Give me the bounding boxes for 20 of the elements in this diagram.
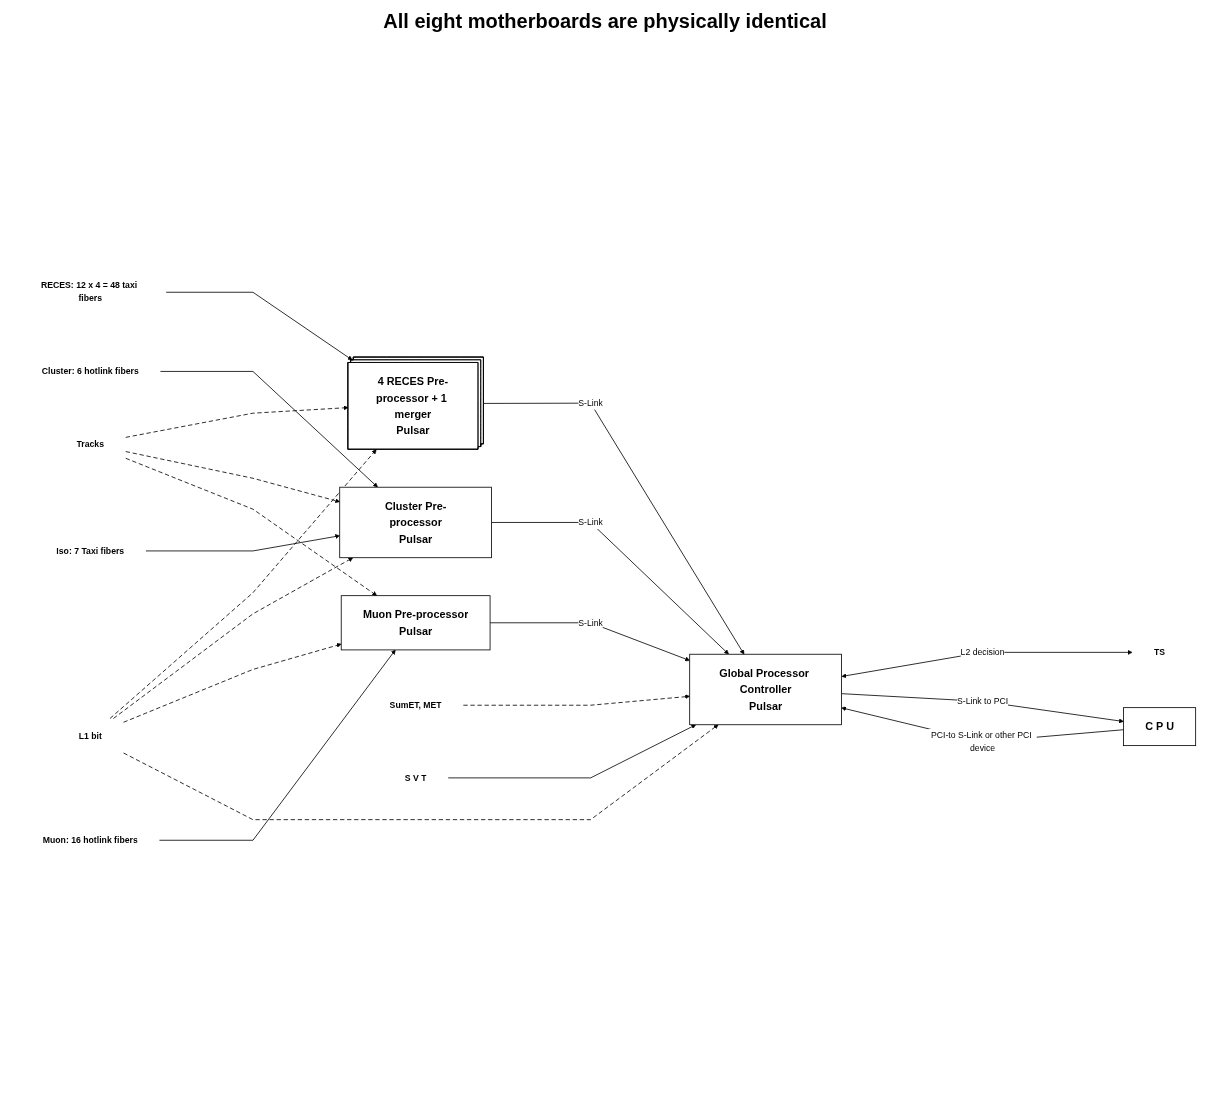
edge-label: S-Link xyxy=(578,398,603,408)
node-text: Muon: 16 hotlink fibers xyxy=(42,835,138,845)
edge-label: PCI-to S-Link or other PCI device xyxy=(930,730,1032,753)
node-box: Muon Pre-processor Pulsar xyxy=(340,595,491,651)
node-box: Global Processor Controller Pulsar xyxy=(689,653,842,726)
node-text: RECES: 12 x 4 = 48 taxi fibers xyxy=(40,280,138,304)
node-text: S V T xyxy=(404,773,427,783)
node-text: Tracks xyxy=(76,439,105,449)
edge-label: L2 decision xyxy=(960,647,1005,657)
edge-label: S-Link to PCI xyxy=(956,696,1009,706)
node-text: Iso: 7 Taxi fibers xyxy=(56,546,125,556)
node-text: TS xyxy=(1154,647,1166,657)
note-text: All eight motherboards are physically identical xyxy=(382,10,828,33)
node-text: L1 bit xyxy=(78,730,102,741)
edge-label: S-Link xyxy=(578,617,603,628)
node-text: SumET, MET xyxy=(389,700,442,710)
node-box: C P U xyxy=(1123,707,1197,747)
node-box: Cluster Pre-processor Pulsar xyxy=(339,486,492,559)
edge-label: S-Link xyxy=(578,517,603,527)
node-text: Cluster: 6 hotlink fibers xyxy=(41,366,139,376)
